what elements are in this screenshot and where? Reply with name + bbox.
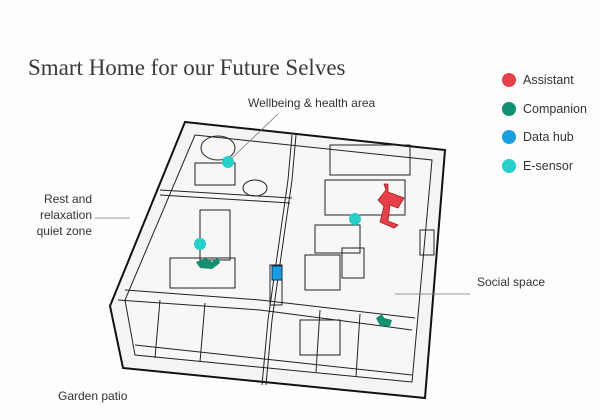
e-sensor-icon: [222, 156, 234, 168]
assistant-dot-icon: [502, 73, 516, 88]
companion-icon: [376, 314, 392, 326]
legend-label: Data hub: [523, 130, 574, 145]
assistant-robot-icon: [377, 183, 405, 229]
legend-item-e-sensor: E-sensor: [502, 152, 587, 181]
legend-item-data-hub: Data hub: [502, 123, 587, 152]
data-hub-icon: [271, 265, 283, 281]
companion-icon: [196, 257, 220, 269]
wall-bedroom: [159, 189, 293, 199]
floor: [124, 134, 433, 383]
label-rest-line2: relaxation: [39, 208, 92, 222]
label-wellbeing: Wellbeing & health area: [248, 96, 376, 110]
legend-item-assistant: Assistant: [502, 66, 587, 95]
label-social: Social space: [477, 275, 546, 289]
label-rest-zone: Rest and relaxation quiet zone: [20, 191, 92, 239]
label-rest-line3: quiet zone: [36, 224, 92, 238]
legend-label: Companion: [523, 101, 587, 116]
wellbeing-pointer: [231, 113, 279, 159]
e-sensor-dot-icon: [502, 158, 516, 173]
e-sensor-icon: [349, 213, 361, 225]
legend-label: Assistant: [523, 73, 574, 88]
wall-divider-vertical: [261, 134, 293, 386]
wall-front: [124, 289, 416, 319]
e-sensor-icon: [194, 238, 206, 250]
label-garden: Garden patio: [58, 389, 128, 403]
legend: Assistant Companion Data hub E-sensor: [502, 66, 587, 180]
legend-item-companion: Companion: [502, 95, 587, 124]
page-title: Smart Home for our Future Selves: [28, 55, 346, 80]
label-rest-line1: Rest and: [43, 192, 92, 206]
legend-label: E-sensor: [523, 158, 574, 173]
companion-dot-icon: [502, 101, 516, 116]
data-hub-dot-icon: [502, 130, 516, 145]
